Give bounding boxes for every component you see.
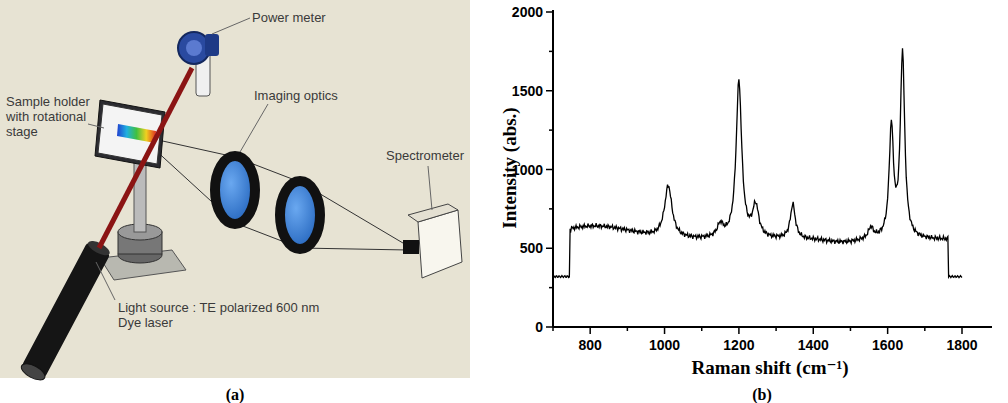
callout-label: Spectrometer (386, 148, 464, 163)
x-tick (961, 327, 963, 334)
y-tick (546, 11, 553, 13)
raman-spectrum-chart (546, 10, 992, 334)
y-axis (552, 10, 554, 327)
tick-label: 0 (535, 319, 543, 335)
panel-label: (a) (226, 386, 245, 403)
tick-label: 500 (520, 240, 543, 256)
tick-label: 1800 (946, 337, 977, 353)
x-tick (850, 327, 852, 331)
x-tick (738, 327, 740, 334)
x-tick (813, 327, 815, 334)
spectrometer (403, 204, 462, 278)
x-tick (664, 327, 666, 334)
panel-background (0, 0, 470, 378)
y-tick (549, 51, 553, 53)
tick-label: 1600 (872, 337, 903, 353)
tick-label: 1200 (723, 337, 754, 353)
axis-title: Intensity (abs.) (499, 107, 521, 228)
y-tick (546, 169, 553, 171)
callout-label: Sample holder with rotational stage (6, 94, 96, 139)
callout-label: Imaging optics (254, 88, 338, 103)
light-rays (140, 136, 408, 250)
callout-label: Power meter (252, 10, 326, 25)
imaging-lenses (215, 156, 320, 249)
leader-lines (88, 18, 432, 300)
y-tick (549, 287, 553, 289)
spectrum-line (553, 48, 962, 277)
dye-laser (19, 238, 113, 384)
tick-label: 1400 (798, 337, 829, 353)
tick-label: 1500 (512, 83, 543, 99)
tick-label: 1000 (649, 337, 680, 353)
y-tick (546, 90, 553, 92)
y-tick (549, 129, 553, 131)
y-tick (546, 248, 553, 250)
x-tick (701, 327, 703, 331)
tick-label: 2000 (512, 4, 543, 20)
x-tick (589, 327, 591, 334)
tick-label: 800 (579, 337, 602, 353)
laser-beam (99, 68, 192, 248)
x-tick (552, 327, 554, 331)
sample-holder (95, 100, 165, 168)
panel-label: (b) (752, 386, 772, 403)
y-tick (546, 326, 553, 328)
callout-label: Light source : TE polarized 600 nm Dye l… (118, 300, 328, 330)
x-tick (627, 327, 629, 331)
x-tick (924, 327, 926, 331)
x-tick (775, 327, 777, 331)
setup-illustration (0, 0, 470, 383)
power-meter (178, 32, 219, 96)
x-tick (887, 327, 889, 334)
x-axis (553, 326, 992, 328)
y-tick (549, 208, 553, 210)
axis-title: Raman shift (cm⁻¹) (691, 356, 848, 379)
